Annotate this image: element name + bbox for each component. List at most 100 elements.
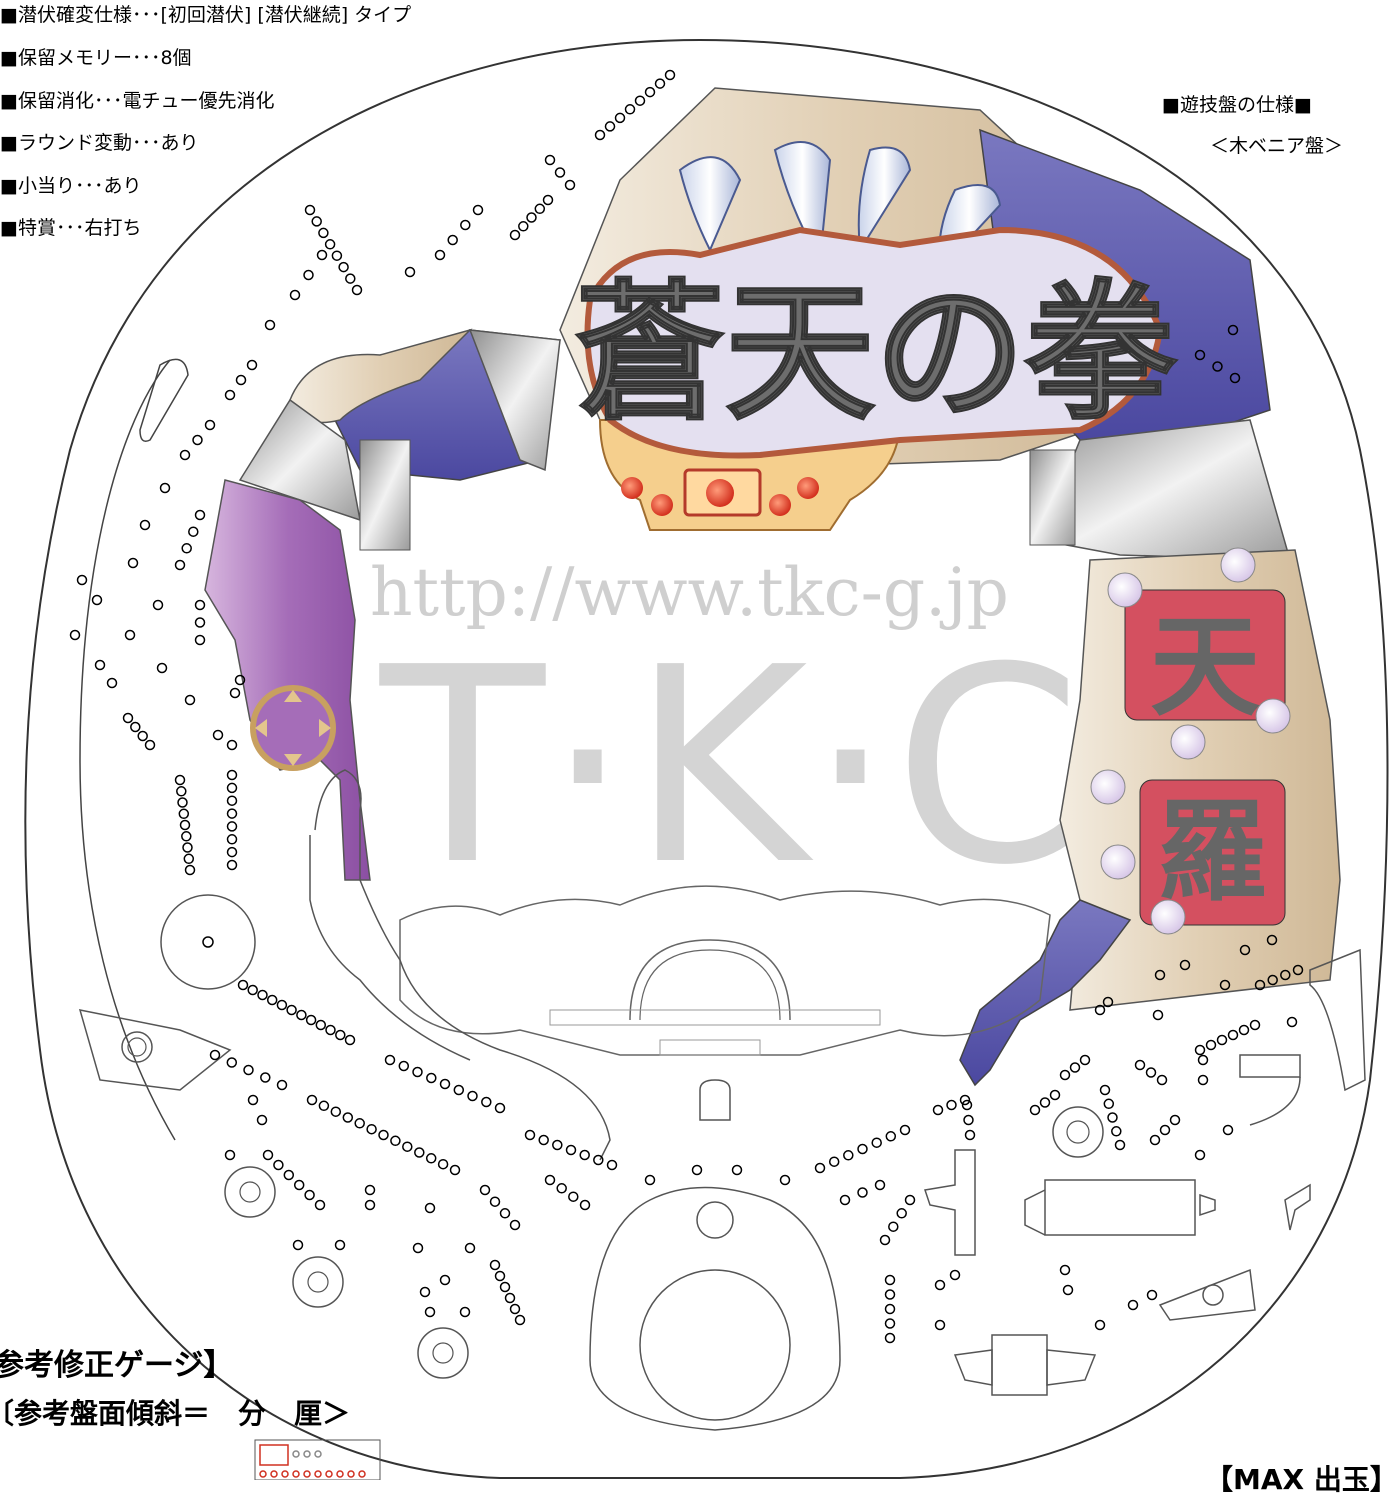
left-route-rail xyxy=(314,769,611,1161)
nail xyxy=(127,557,139,569)
nail xyxy=(212,729,224,741)
nail xyxy=(1280,969,1291,981)
nail xyxy=(412,1066,423,1078)
nail xyxy=(1102,996,1114,1008)
watermark-brand: T·K·C xyxy=(376,609,1082,924)
fang-1 xyxy=(678,156,742,253)
nail xyxy=(1156,1074,1168,1086)
pearl-6 xyxy=(1100,844,1136,880)
nail xyxy=(542,194,554,206)
nail xyxy=(644,86,656,98)
attacker-left-cap xyxy=(1024,1189,1046,1236)
nail xyxy=(1227,1029,1239,1041)
nail xyxy=(192,434,203,446)
center-stage-arch xyxy=(629,939,791,1021)
nail xyxy=(94,659,106,671)
nail xyxy=(122,712,134,724)
nail xyxy=(1062,1284,1074,1296)
right-rail-end xyxy=(1309,948,1366,1092)
nail xyxy=(174,774,186,786)
nail xyxy=(1194,349,1206,361)
nail xyxy=(243,1064,254,1076)
nail xyxy=(884,1332,896,1344)
nail xyxy=(479,1184,491,1196)
nail xyxy=(1292,964,1304,976)
start-pocket xyxy=(696,1201,734,1239)
nail xyxy=(1059,1069,1071,1081)
left-pocket-1 xyxy=(121,1031,153,1063)
nail xyxy=(644,1174,656,1186)
nail xyxy=(318,1100,330,1112)
nail xyxy=(224,1149,236,1161)
nail xyxy=(453,1084,465,1096)
nail xyxy=(1069,1062,1081,1073)
nail xyxy=(1154,969,1166,981)
gauge-mini-red xyxy=(259,1444,289,1466)
nail xyxy=(731,1164,743,1176)
nail xyxy=(857,1187,868,1198)
warp-arrow-2 xyxy=(319,719,331,737)
nail xyxy=(366,1123,377,1135)
nail xyxy=(949,1269,961,1281)
right-gate xyxy=(1239,1054,1301,1078)
nail xyxy=(437,1158,449,1170)
steel-plate-right xyxy=(1038,419,1292,561)
spec-line-3: ■保留消化･･･電チュー優先消化 xyxy=(0,90,275,112)
nail xyxy=(1149,1134,1161,1146)
nail xyxy=(404,266,416,278)
nail xyxy=(1059,1264,1071,1276)
nail xyxy=(226,834,238,845)
nail xyxy=(226,739,238,751)
nail xyxy=(884,1289,896,1300)
nail xyxy=(472,204,484,216)
nail xyxy=(1094,1004,1106,1016)
nail xyxy=(439,1274,451,1286)
nail xyxy=(779,1174,791,1186)
nail xyxy=(304,204,316,216)
nail xyxy=(1197,1074,1209,1086)
nail xyxy=(439,1078,451,1090)
nail xyxy=(144,739,156,751)
nail xyxy=(884,1303,896,1315)
nail xyxy=(204,419,216,431)
nail xyxy=(283,1169,295,1181)
nail xyxy=(896,1208,907,1219)
nail xyxy=(1239,944,1251,956)
nail xyxy=(654,78,666,89)
nail xyxy=(276,999,288,1011)
nail xyxy=(331,250,343,261)
nail xyxy=(1107,1112,1118,1123)
attacker-right-tab xyxy=(1199,1193,1216,1217)
center-gate xyxy=(699,1079,731,1121)
right-pocket-1 xyxy=(1052,1106,1104,1158)
nail xyxy=(1114,1139,1126,1151)
nail xyxy=(344,1034,356,1046)
nail xyxy=(351,284,363,296)
nail xyxy=(494,1270,506,1282)
attacker xyxy=(1044,1179,1196,1236)
nail xyxy=(1267,974,1278,986)
nail xyxy=(1227,324,1239,336)
v-box-left-wing xyxy=(953,1349,993,1386)
nail xyxy=(305,1014,317,1026)
nail xyxy=(828,1156,840,1167)
gauge-mini-dot xyxy=(292,1450,300,1458)
nail xyxy=(426,1072,437,1084)
nail xyxy=(1222,1124,1234,1136)
left-pocket-4-inner xyxy=(432,1342,454,1364)
nail xyxy=(509,229,521,241)
nail xyxy=(1266,934,1278,946)
nail xyxy=(489,1259,501,1271)
nail xyxy=(179,449,191,461)
nail xyxy=(226,846,238,858)
nail xyxy=(338,261,349,273)
right-pocket-1-inner xyxy=(1066,1120,1090,1144)
max-out-label: 【MAX 出玉】 xyxy=(1205,1463,1398,1496)
gauge-mini-dot xyxy=(314,1470,322,1478)
watermark-url: http://www.tkc-g.jp xyxy=(370,554,1009,631)
nail xyxy=(885,1131,897,1142)
nail xyxy=(235,374,247,386)
gauge-heading: 参考修正ゲージ】 xyxy=(0,1348,234,1383)
nail xyxy=(1286,1016,1298,1028)
nail xyxy=(934,1279,946,1291)
